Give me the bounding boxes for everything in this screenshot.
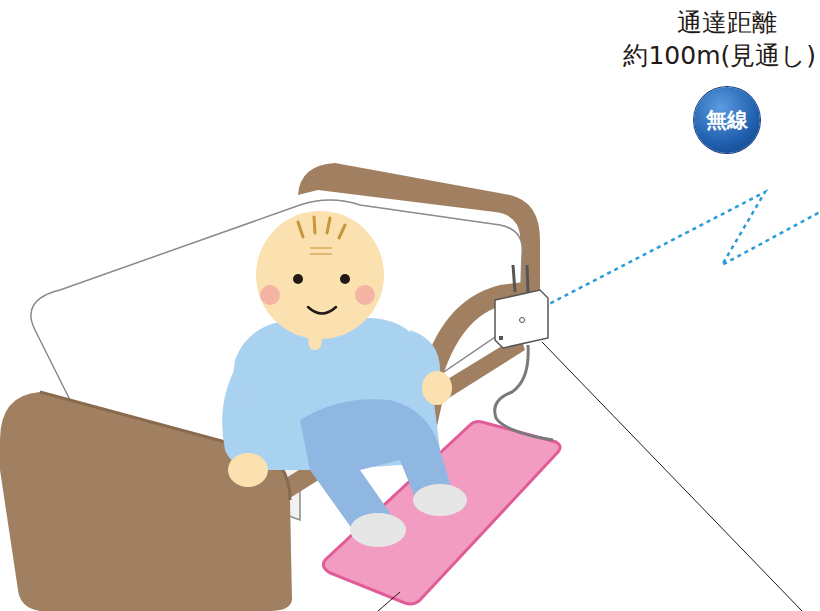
wireless-badge: 無線 — [694, 87, 760, 153]
person-head — [256, 211, 384, 339]
slipper — [413, 484, 467, 516]
mat-cable — [495, 345, 553, 440]
leader-line — [378, 592, 400, 611]
slipper — [350, 513, 406, 547]
antenna — [527, 265, 528, 292]
range-label: 約100m(見通し) — [623, 41, 816, 71]
transmitter — [495, 290, 548, 348]
leader-line — [542, 342, 802, 611]
antenna — [513, 265, 515, 292]
wireless-signal — [522, 192, 820, 318]
badge-text: 無線 — [706, 106, 748, 134]
range-label: 通達距離 — [677, 8, 777, 38]
